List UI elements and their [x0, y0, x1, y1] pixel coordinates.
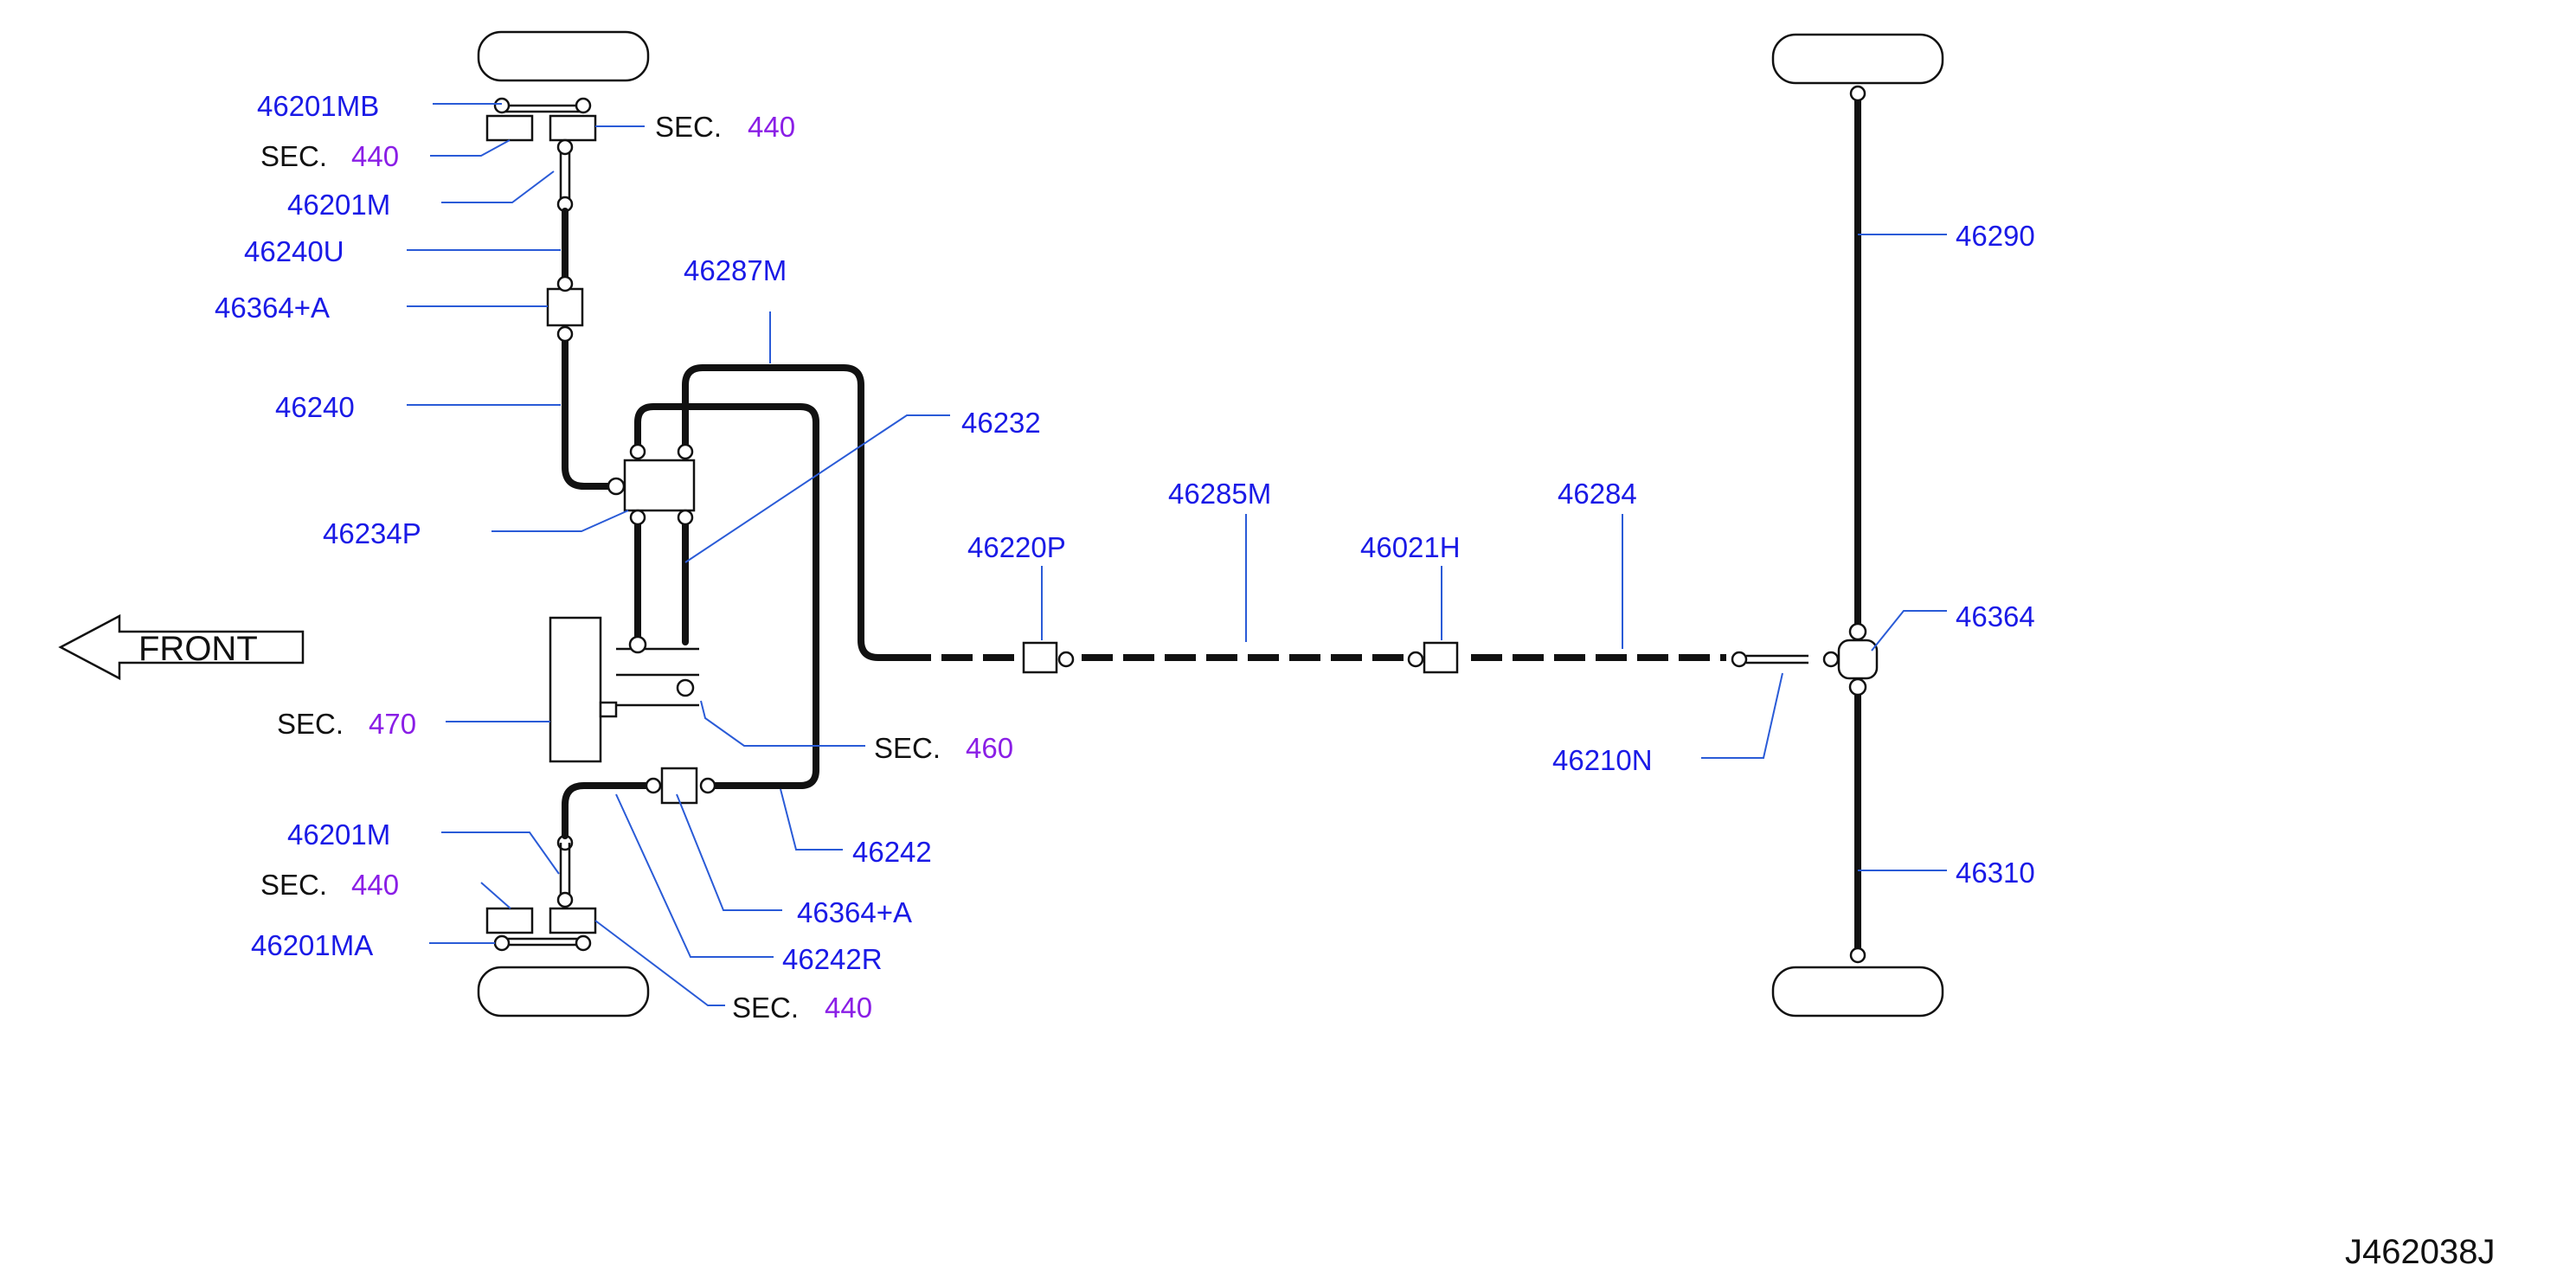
- label-46364: 46364: [1956, 600, 2035, 632]
- label-46201MA: 46201MA: [251, 929, 373, 961]
- label-46284: 46284: [1558, 478, 1637, 510]
- front-left-wheel-top: [477, 30, 650, 82]
- label-46290: 46290: [1956, 220, 2035, 252]
- sec-prefix-470: SEC.: [277, 708, 344, 740]
- label-46364A-bottom: 46364+A: [797, 896, 912, 928]
- label-46201M-top: 46201M: [287, 189, 390, 221]
- label-46210N: 46210N: [1552, 744, 1653, 776]
- label-46285M: 46285M: [1168, 478, 1271, 510]
- label-46201MB: 46201MB: [257, 90, 379, 122]
- junction-46364A-bottom: [645, 767, 716, 805]
- front-left-wheel-bottom: [477, 966, 650, 1018]
- top-caliper-assembly: [485, 97, 597, 213]
- sec-prefix-460: SEC.: [874, 732, 941, 764]
- label-46021H: 46021H: [1360, 531, 1461, 563]
- label-46242: 46242: [852, 836, 932, 868]
- label-46232: 46232: [961, 407, 1041, 439]
- front-label: FRONT: [138, 630, 258, 668]
- junction-block-46234P: [607, 443, 696, 526]
- sec-prefix-bottom-right: SEC.: [732, 992, 799, 1024]
- label-46310: 46310: [1956, 857, 2035, 889]
- sec-number-top-left: 440: [351, 140, 399, 172]
- rear-wheel-bottom: [1771, 966, 1944, 1018]
- rear-brake-line: [900, 641, 1808, 674]
- bottom-caliper-assembly: [485, 834, 597, 952]
- sec-number-bottom-right: 440: [825, 992, 872, 1024]
- diagram-code: J462038J: [2345, 1233, 2495, 1271]
- label-46234P: 46234P: [323, 517, 421, 549]
- sec-number-bottom-left: 440: [351, 869, 399, 901]
- front-arrow: FRONT: [58, 613, 305, 681]
- junction-46364A-top: [546, 275, 584, 343]
- rear-axle-pipes: [1822, 85, 1879, 964]
- label-46220P: 46220P: [967, 531, 1066, 563]
- sec-prefix-bottom-left: SEC.: [260, 869, 327, 901]
- label-46201M-bottom: 46201M: [287, 819, 390, 851]
- label-46287M: 46287M: [684, 254, 787, 286]
- sec-prefix-top-right: SEC.: [655, 111, 722, 143]
- sec-number-460: 460: [966, 732, 1013, 764]
- label-46242R: 46242R: [782, 943, 883, 975]
- label-46364A-top: 46364+A: [215, 292, 330, 324]
- master-cylinder: [549, 616, 699, 763]
- sec-prefix-top-left: SEC.: [260, 140, 327, 172]
- sec-number-470: 470: [369, 708, 416, 740]
- front-brake-pipes: [562, 208, 903, 839]
- sec-number-top-right: 440: [748, 111, 795, 143]
- label-46240U: 46240U: [244, 235, 344, 267]
- rear-wheel-top: [1771, 33, 1944, 85]
- label-46240: 46240: [275, 391, 355, 423]
- leader-lines: [407, 103, 1947, 1006]
